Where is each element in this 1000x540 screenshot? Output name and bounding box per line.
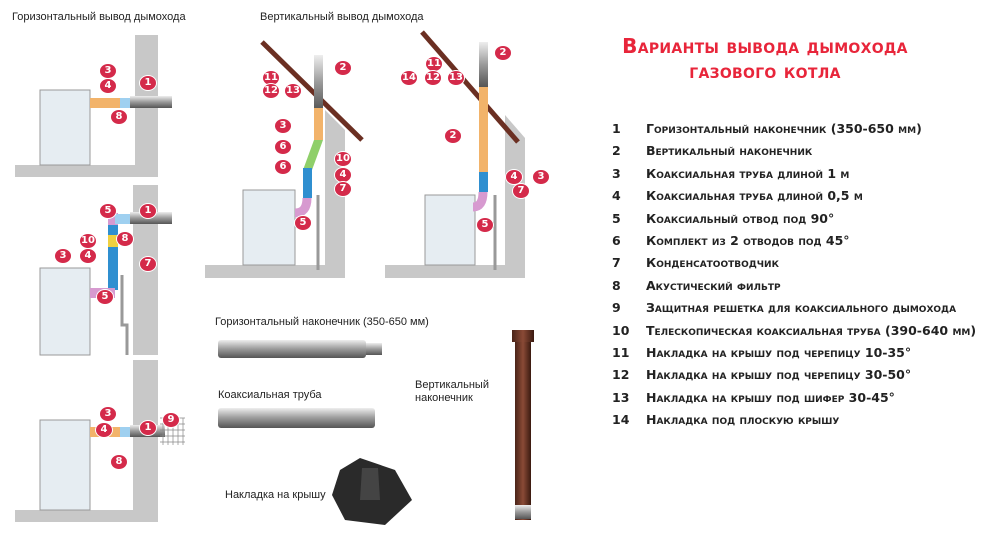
badge: 6: [274, 159, 292, 175]
legend-text: Защитная решетка для коаксиального дымох…: [646, 300, 957, 316]
legend-item: 11 Накладка на крышу под черепицу 10-35°: [612, 345, 976, 367]
legend-text: Коаксиальный отвод под 90°: [646, 210, 835, 226]
page-title: Варианты вывода дымохода газового котла: [600, 34, 930, 84]
badge: 7: [139, 256, 157, 272]
badge: 4: [99, 78, 117, 94]
badge: 2: [494, 45, 512, 61]
caption-coaxial-pipe: Коаксиальная труба: [218, 389, 322, 401]
legend-number: 5: [612, 210, 621, 226]
badge: 5: [294, 215, 312, 231]
legend-text: Комплект из 2 отводов под 45°: [646, 232, 850, 248]
legend-text: Конденсатоотводчик: [646, 255, 779, 271]
legend-number: 6: [612, 232, 621, 248]
caption-horizontal-tip: Горизонтальный наконечник (350-650 мм): [215, 316, 429, 328]
legend-text: Акустический фильтр: [646, 277, 781, 293]
legend-item: 12 Накладка на крышу под черепицу 30-50°: [612, 367, 976, 389]
badge: 12: [262, 83, 280, 99]
legend-item: 2 Вертикальный наконечник: [612, 143, 976, 165]
badge: 1: [139, 75, 157, 91]
legend-text: Накладка на крышу под шифер 30-45°: [646, 389, 895, 405]
horizontal-diagram-1: [15, 35, 172, 177]
badge: 12: [424, 70, 442, 86]
legend-item: 6 Комплект из 2 отводов под 45°: [612, 233, 976, 255]
badge: 6: [274, 139, 292, 155]
caption-line: Вертикальный: [415, 379, 489, 391]
legend-text: Коаксиальная труба длиной 1 м: [646, 165, 850, 181]
badge: 4: [79, 248, 97, 264]
badge: 8: [116, 231, 134, 247]
product-images: [218, 330, 534, 525]
legend-item: 10 Телескопическая коаксиальная труба (39…: [612, 323, 976, 345]
legend-item: 14 Накладка под плоскую крышу: [612, 412, 976, 434]
badge: 8: [110, 109, 128, 125]
badge: 2: [444, 128, 462, 144]
badge: 3: [99, 406, 117, 422]
title-line: Варианты вывода дымохода: [622, 34, 908, 58]
legend: 1 Горизонтальный наконечник (350-650 мм) 2…: [612, 121, 976, 434]
legend-item: 8 Акустический фильтр: [612, 278, 976, 300]
badge: 3: [532, 169, 550, 185]
title-line: газового котла: [689, 59, 841, 83]
legend-number: 14: [612, 412, 630, 428]
legend-number: 10: [612, 322, 630, 338]
legend-item: 13 Накладка на крышу под шифер 30-45°: [612, 390, 976, 412]
legend-number: 13: [612, 389, 630, 405]
badge: 3: [274, 118, 292, 134]
badge: 10: [79, 233, 97, 249]
badge: 5: [99, 203, 117, 219]
legend-number: 11: [612, 344, 630, 360]
badge: 1: [139, 420, 157, 436]
caption-vertical-tip: Вертикальный наконечник: [415, 379, 489, 405]
legend-text: Телескопическая коаксиальная труба (390-…: [646, 322, 977, 338]
badge: 4: [95, 422, 113, 438]
badge: 1: [139, 203, 157, 219]
badge: 3: [54, 248, 72, 264]
legend-text: Коаксиальная труба длиной 0,5 м: [646, 188, 863, 204]
legend-text: Вертикальный наконечник: [646, 143, 813, 159]
badge: 7: [512, 183, 530, 199]
legend-text: Накладка на крышу под черепицу 30-50°: [646, 367, 912, 383]
legend-number: 2: [612, 143, 621, 159]
legend-text: Накладка на крышу под черепицу 10-35°: [646, 344, 912, 360]
legend-item: 4 Коаксиальная труба длиной 0,5 м: [612, 188, 976, 210]
legend-number: 9: [612, 300, 621, 316]
badge: 2: [334, 60, 352, 76]
badge: 3: [99, 63, 117, 79]
badge: 5: [476, 217, 494, 233]
legend-number: 1: [612, 121, 621, 136]
caption-roof-flashing: Накладка на крышу: [225, 489, 326, 501]
heading-vertical: Вертикальный вывод дымохода: [260, 11, 424, 23]
legend-item: 3 Коаксиальная труба длиной 1 м: [612, 166, 976, 188]
badge: 9: [162, 412, 180, 428]
vertical-diagram-2: [385, 30, 525, 278]
legend-number: 4: [612, 188, 621, 204]
heading-horizontal: Горизонтальный вывод дымохода: [12, 11, 186, 23]
legend-number: 3: [612, 165, 621, 181]
legend-text: Накладка под плоскую крышу: [646, 412, 840, 428]
badge: 13: [447, 70, 465, 86]
badge: 13: [284, 83, 302, 99]
badge: 8: [110, 454, 128, 470]
horizontal-diagram-3: [15, 360, 185, 522]
badge: 5: [96, 289, 114, 305]
legend-number: 8: [612, 277, 621, 293]
legend-item: 1 Горизонтальный наконечник (350-650 мм): [612, 121, 976, 143]
legend-number: 12: [612, 367, 630, 383]
legend-item: 9 Защитная решетка для коаксиального дымо…: [612, 300, 976, 322]
badge: 7: [334, 181, 352, 197]
badge: 10: [334, 151, 352, 167]
legend-number: 7: [612, 255, 621, 271]
legend-item: 7 Конденсатоотводчик: [612, 255, 976, 277]
badge: 14: [400, 70, 418, 86]
legend-item: 5 Коаксиальный отвод под 90°: [612, 211, 976, 233]
legend-text: Горизонтальный наконечник (350-650 мм): [646, 121, 922, 136]
caption-line: наконечник: [415, 392, 473, 404]
